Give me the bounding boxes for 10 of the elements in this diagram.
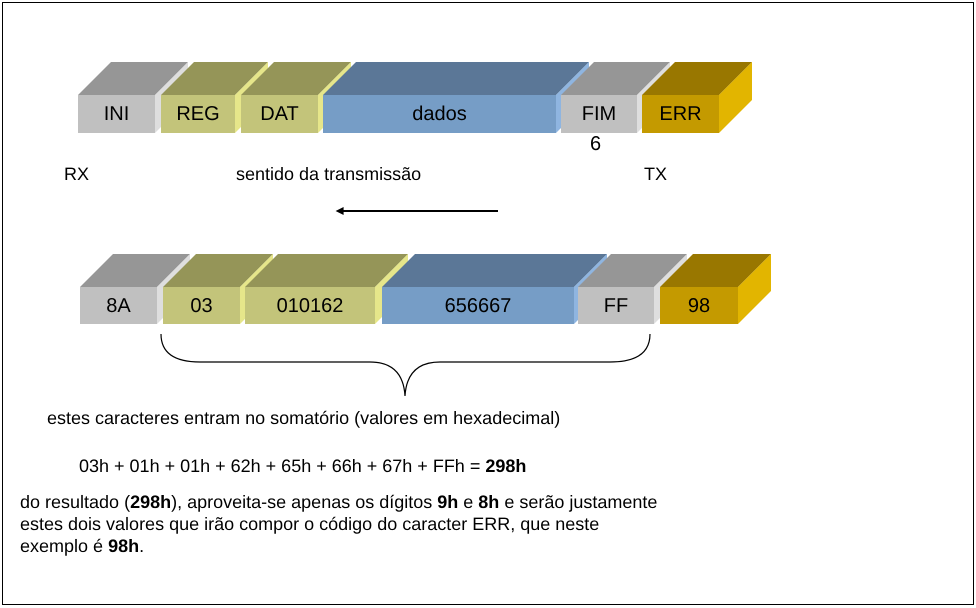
side-label: TX: [644, 164, 668, 185]
side-label: RX: [64, 164, 90, 185]
data-block: 98: [660, 254, 771, 324]
data-block: 656667: [382, 254, 607, 324]
direction-label: sentido da transmissão: [236, 164, 422, 185]
explanation-paragraph: do resultado (298h), aproveita-se apenas os dígitos 9h e 8h e serão justamente estes dois valores que irão compor o código do caracter ERR, que neste exemplo é 98h.: [20, 491, 658, 557]
data-block: ERR: [642, 62, 752, 133]
note-number: 6: [590, 133, 602, 156]
caption-text: estes caracteres entram no somatório (valores em hexadecimal): [47, 408, 560, 429]
sum-formula: 03h + 01h + 01h + 62h + 65h + 66h + 67h + FFh = 298h: [79, 456, 526, 477]
